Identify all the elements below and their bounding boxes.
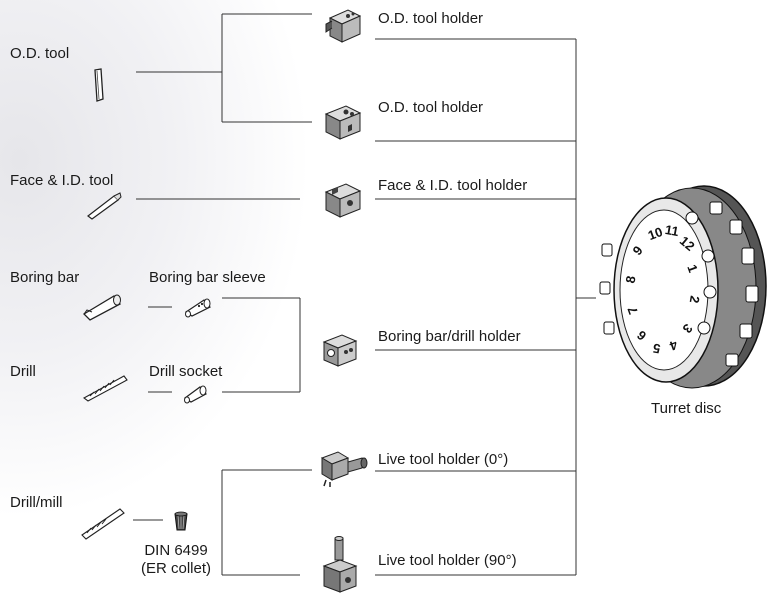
od-tool-holder-icon (325, 9, 362, 43)
boring-bar-sleeve-icon (184, 298, 211, 318)
din-6499-label: DIN 6499 (144, 542, 208, 559)
od-tool-icon (94, 68, 104, 102)
turret-number: 8 (623, 274, 640, 284)
turret-number: 12 (676, 233, 698, 254)
turret-number: 11 (663, 221, 680, 239)
turret-number: 7 (624, 304, 641, 316)
face-id-tool-holder-icon (324, 183, 362, 218)
turret-disc-label: Turret disc (651, 400, 722, 417)
face-id-tool-icon (87, 192, 122, 220)
turret-number: 5 (652, 340, 662, 357)
live-tool-holder-0-icon (320, 451, 368, 487)
turret-disc-icon (599, 185, 767, 389)
turret-number: 10 (645, 223, 665, 243)
od-tool-label: O.D. tool (10, 45, 70, 62)
live-tool-holder-90-label: Live tool holder (90°) (378, 552, 517, 569)
od-tool-holder-2-label: O.D. tool holder (378, 99, 484, 116)
turret-number: 6 (634, 327, 650, 344)
live-tool-holder-0-label: Live tool holder (0°) (378, 451, 509, 468)
turret-number: 1 (684, 263, 701, 275)
er-collet-label: (ER collet) (140, 560, 211, 577)
face-id-tool-holder-label: Face & I.D. tool holder (378, 177, 528, 194)
od-tool-holder-icon (324, 105, 362, 140)
boring-bar-icon (82, 294, 121, 321)
od-tool-holder-1-label: O.D. tool holder (378, 10, 484, 27)
turret-number: 3 (679, 320, 696, 336)
drill-socket-label: Drill socket (149, 363, 223, 380)
live-tool-holder-90-icon (322, 536, 358, 593)
drill-mill-label: Drill/mill (10, 494, 63, 511)
drill-mill-icon (81, 508, 125, 540)
drill-socket-icon (183, 385, 207, 404)
drill-label: Drill (10, 363, 36, 380)
boring-drill-holder-label: Boring bar/drill holder (378, 328, 521, 345)
turret-number: 9 (630, 243, 647, 259)
er-collet-icon (174, 511, 188, 531)
drill-icon (82, 375, 128, 402)
turret-number: 2 (686, 295, 703, 305)
boring-drill-holder-icon (322, 334, 358, 367)
boring-bar-label: Boring bar (10, 269, 80, 286)
boring-bar-sleeve-label: Boring bar sleeve (149, 269, 266, 286)
turret-number: 4 (667, 337, 680, 355)
face-id-tool-label: Face & I.D. tool (10, 172, 114, 189)
